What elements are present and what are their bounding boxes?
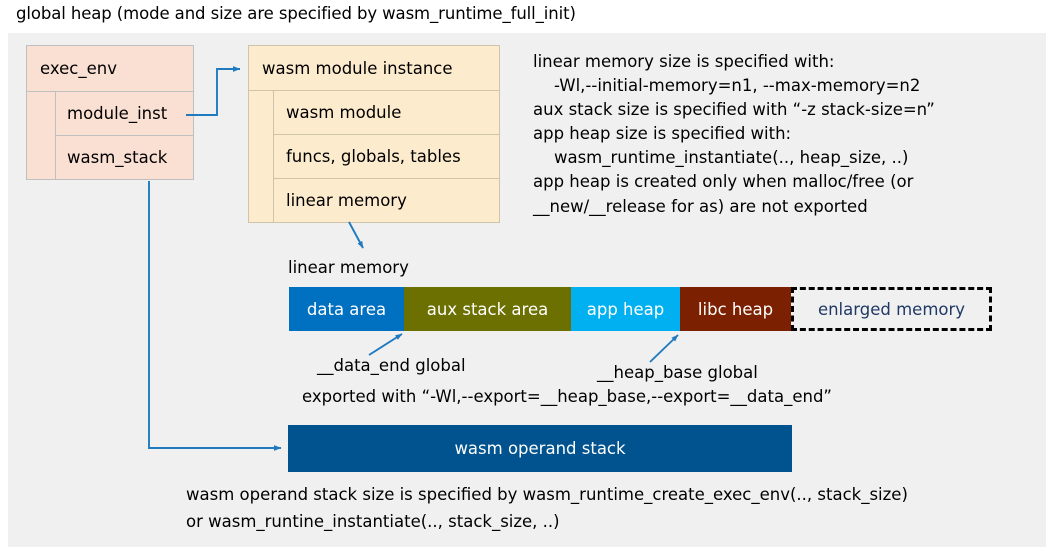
linear-memory-notes: linear memory size is specified with: -W… [533,52,935,216]
exec-env-field-module-inst: module_inst [55,91,194,136]
page-title: global heap (mode and size are specified… [16,4,576,23]
module-instance-row-linear-memory: linear memory [273,178,500,223]
operand-stack-notes: wasm operand stack size is specified by … [186,485,908,531]
module-instance-title: wasm module instance [248,45,500,91]
linear-memory-caption: linear memory [288,258,409,277]
exec-env-title: exec_env [26,45,194,92]
wasm-module-instance-group: wasm module instance wasm module funcs, … [248,45,500,223]
exec-env-field-wasm-stack: wasm_stack [55,135,194,180]
segment-enlarged-memory: enlarged memory [791,287,992,331]
segment-libc-heap: libc heap [680,287,791,331]
annotation-heap-base: __heap_base global [597,363,758,382]
exec-env-group: exec_env module_inst wasm_stack [26,45,194,180]
segment-aux-stack-area: aux stack area [404,287,571,331]
module-instance-row-funcs-globals-tables: funcs, globals, tables [273,134,500,179]
segment-app-heap: app heap [571,287,680,331]
exec-env-gutter [26,91,56,180]
module-instance-row-wasm-module: wasm module [273,90,500,135]
module-instance-gutter [248,90,274,223]
annotation-exported: exported with “-Wl,--export=__heap_base,… [302,387,832,406]
segment-data-area: data area [289,287,404,331]
wasm-operand-stack-box: wasm operand stack [288,425,792,472]
annotation-data-end: __data_end global [317,356,466,375]
